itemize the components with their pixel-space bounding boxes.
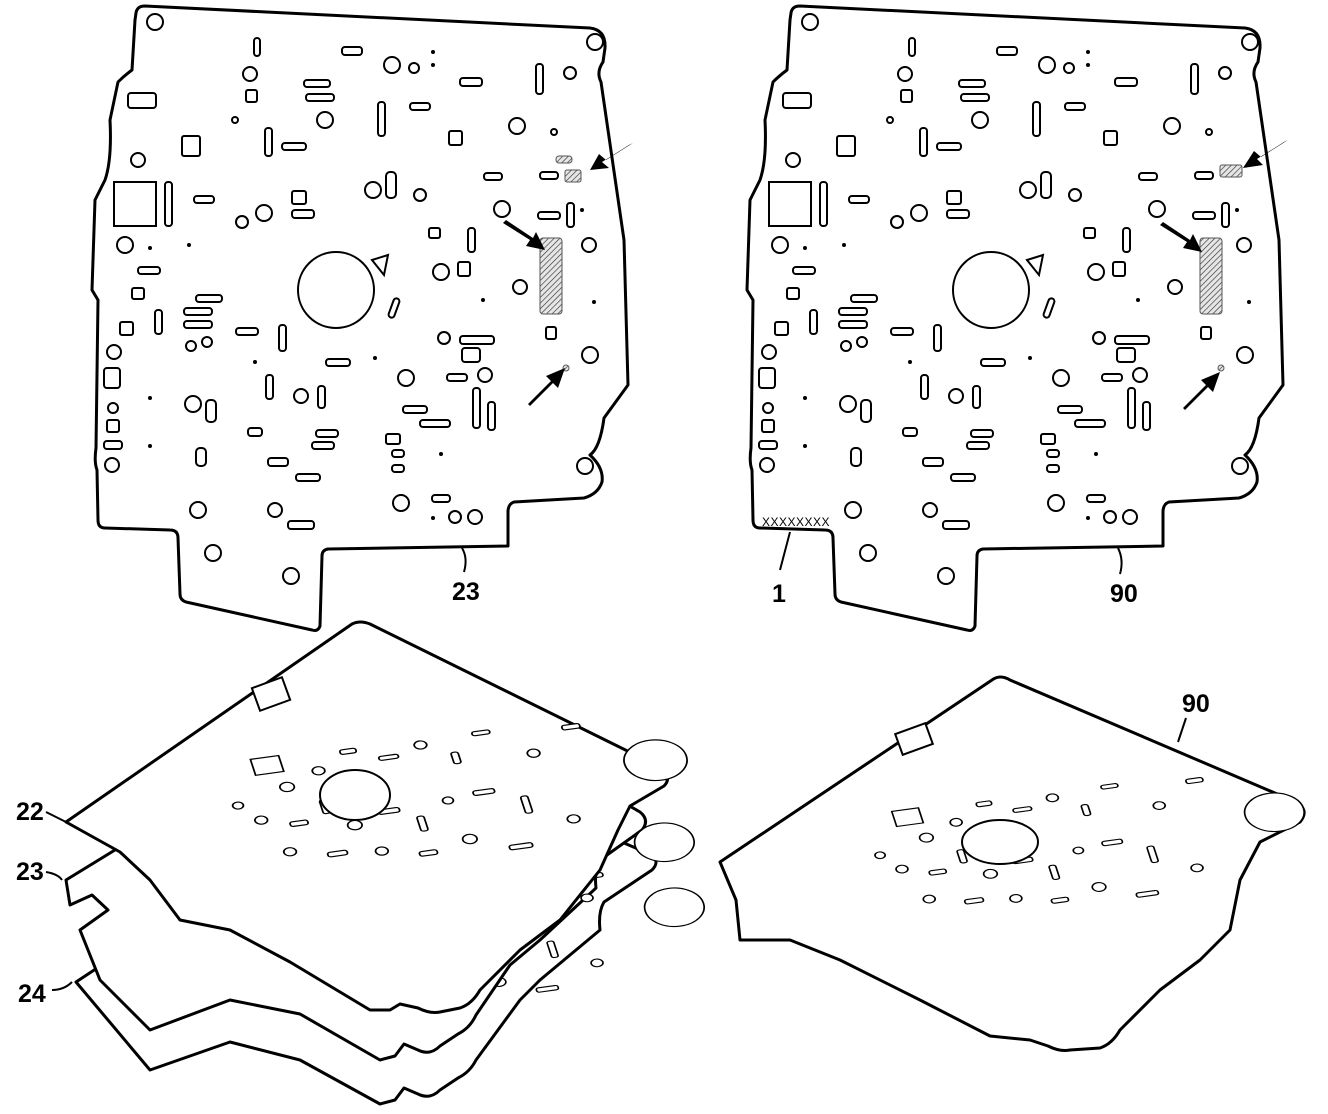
callout-label: 24 bbox=[18, 980, 46, 1008]
pointer-arrow-icon bbox=[1160, 222, 1202, 252]
callout-label: 22 bbox=[16, 798, 44, 826]
callout-label: 90 bbox=[1110, 580, 1138, 608]
callout-label: 1 bbox=[772, 580, 786, 608]
spacer-plate-90-perspective-view: 90 bbox=[718, 675, 1326, 1052]
spacer-plate-90-front-view: XXXXXXXX 1 90 bbox=[745, 4, 1288, 632]
callout-label: 90 bbox=[1182, 690, 1210, 718]
pointer-arrow-icon bbox=[503, 220, 545, 250]
part-code-marking: XXXXXXXX bbox=[762, 515, 830, 529]
spacer-plate-23-front-view: 23 bbox=[90, 4, 633, 632]
pointer-arrow-icon bbox=[1243, 140, 1288, 168]
callout-label: 23 bbox=[16, 858, 44, 886]
pointer-arrow-icon bbox=[528, 368, 565, 406]
pointer-arrow-icon bbox=[590, 143, 633, 170]
callout-label: 23 bbox=[452, 578, 480, 606]
pointer-arrow-icon bbox=[1183, 372, 1220, 410]
spacer-plate-stack-exploded-view: 22 23 24 bbox=[16, 620, 726, 1106]
